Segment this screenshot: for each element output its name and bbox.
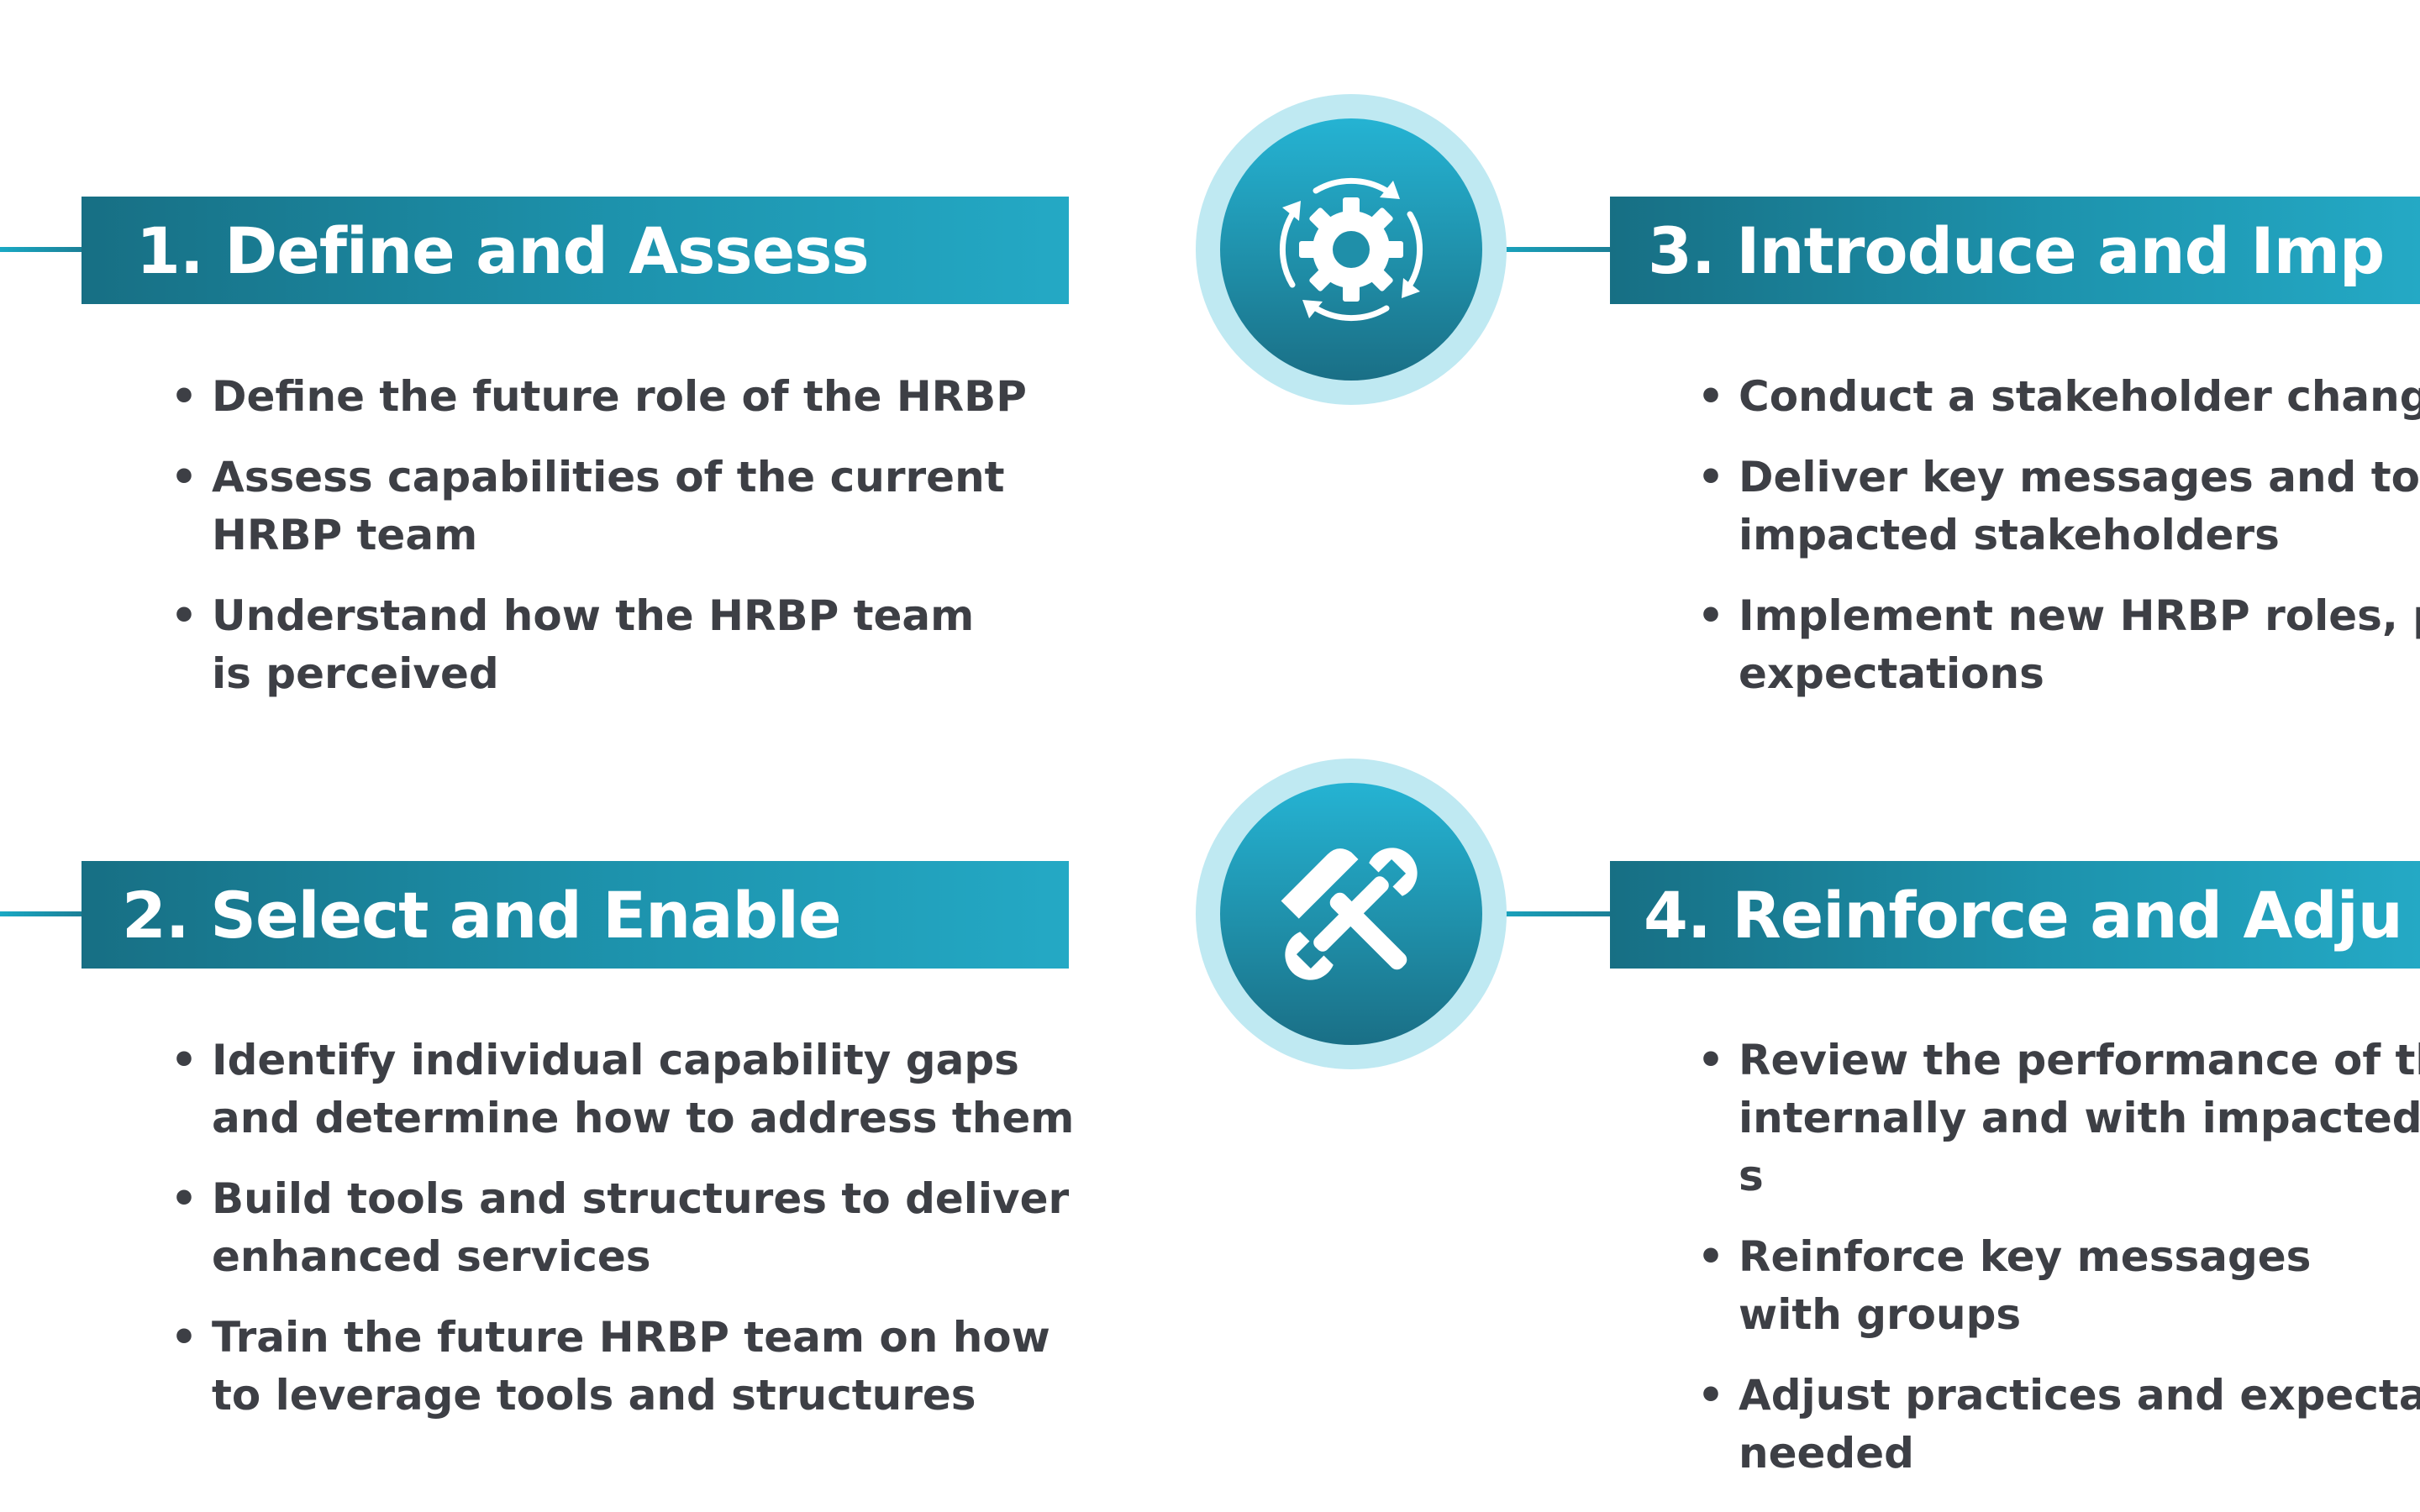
step-2-bullet-2: Build tools and structures to deliver en… bbox=[171, 1170, 1077, 1286]
step-1-bullet-2: Assess capabilities of the current HRBP … bbox=[171, 449, 1018, 564]
hammer-wrench-icon bbox=[1281, 848, 1418, 980]
step-2-banner: 2. Select and Enable bbox=[82, 861, 1069, 969]
gear-cycle-badge bbox=[1196, 94, 1507, 405]
step-2-bullets: Identify individual capability gaps and … bbox=[171, 1032, 1078, 1447]
step-2-bullet-1: Identify individual capability gaps and … bbox=[171, 1032, 1078, 1147]
step-3-bullet-2: Deliver key messages and too impacted st… bbox=[1697, 449, 2420, 564]
step-1-bullets: Define the future role of the HRBP Asses… bbox=[171, 368, 1078, 726]
connector-icon-top bbox=[1479, 247, 1613, 252]
step-4-title: 4. Reinforce and Adju bbox=[1644, 877, 2403, 953]
step-2-bullet-3: Train the future HRBP team on how to lev… bbox=[171, 1309, 1077, 1425]
step-4-bullet-2: Reinforce key messages with groups bbox=[1697, 1228, 2377, 1344]
gear-cycle-icon bbox=[1279, 177, 1423, 322]
connector-icon-bottom bbox=[1479, 911, 1613, 916]
step-3-bullet-1: Conduct a stakeholder change bbox=[1697, 368, 2420, 426]
step-2-title: 2. Select and Enable bbox=[122, 877, 841, 953]
step-1-bullet-1: Define the future role of the HRBP bbox=[171, 368, 1078, 426]
connector-step-2 bbox=[0, 911, 84, 916]
tools-badge bbox=[1196, 759, 1507, 1069]
step-3-title: 3. Introduce and Imp bbox=[1648, 213, 2385, 288]
step-4-banner: 4. Reinforce and Adju bbox=[1610, 861, 2420, 969]
step-4-bullet-1: Review the performance of th internally … bbox=[1697, 1032, 2420, 1205]
step-1-title: 1. Define and Assess bbox=[136, 213, 870, 288]
step-3-bullets: Conduct a stakeholder change Deliver key… bbox=[1697, 368, 2420, 726]
connector-step-1 bbox=[0, 247, 84, 252]
step-4-bullets: Review the performance of th internally … bbox=[1697, 1032, 2420, 1505]
step-4-bullet-3: Adjust practices and expectat needed bbox=[1697, 1367, 2420, 1483]
step-1-banner: 1. Define and Assess bbox=[82, 197, 1069, 304]
step-1-bullet-3: Understand how the HRBP team is perceive… bbox=[171, 587, 1018, 703]
step-3-banner: 3. Introduce and Imp bbox=[1610, 197, 2420, 304]
step-3-bullet-3: Implement new HRBP roles, p expectations bbox=[1697, 587, 2420, 703]
